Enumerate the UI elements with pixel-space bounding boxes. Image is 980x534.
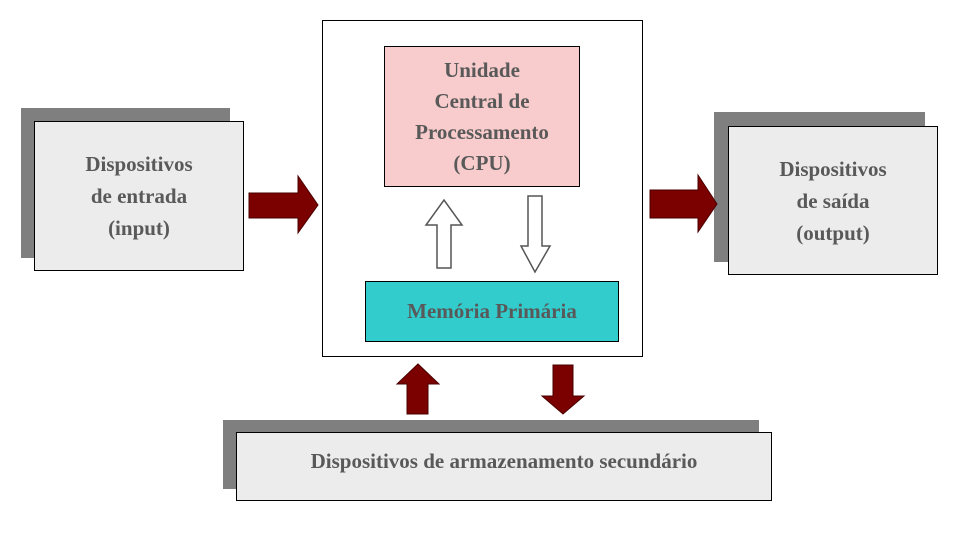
output-devices-box: Dispositivos de saída (output) xyxy=(728,126,938,275)
memory-to-cpu-arrow xyxy=(424,198,464,269)
primary-memory-label: Memória Primária xyxy=(407,299,577,323)
storage-to-central-arrow xyxy=(395,363,441,415)
secondary-storage-box: Dispositivos de armazenamento secundário xyxy=(236,432,772,501)
output-devices-label: Dispositivos de saída (output) xyxy=(779,156,887,245)
cpu-to-output-arrow xyxy=(649,173,718,234)
central-to-storage-arrow xyxy=(540,364,586,415)
input-devices-label: Dispositivos de entrada (input) xyxy=(85,152,193,240)
secondary-storage-label: Dispositivos de armazenamento secundário xyxy=(310,449,698,473)
cpu-label: Unidade Central de Processamento (CPU) xyxy=(415,57,549,175)
cpu-box: Unidade Central de Processamento (CPU) xyxy=(384,46,580,187)
primary-memory-box: Memória Primária xyxy=(365,281,619,342)
input-devices-box: Dispositivos de entrada (input) xyxy=(34,121,244,271)
cpu-to-memory-arrow xyxy=(519,195,552,274)
input-to-cpu-arrow xyxy=(248,174,319,235)
